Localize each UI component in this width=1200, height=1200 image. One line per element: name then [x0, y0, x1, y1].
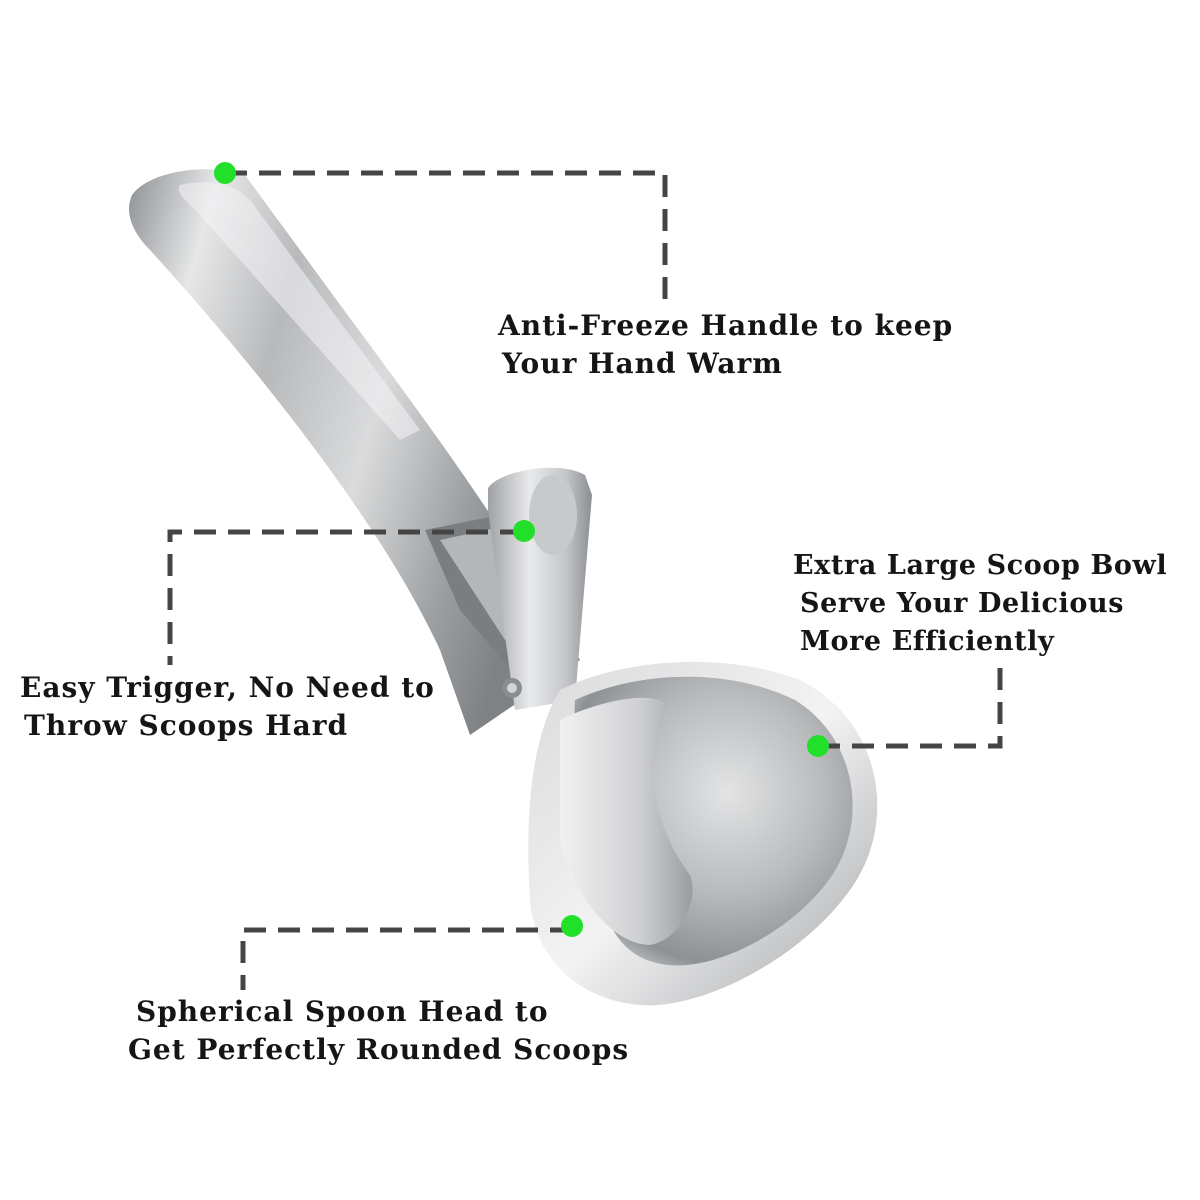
- bowl-marker-icon: [807, 735, 829, 757]
- head-marker-icon: [561, 915, 583, 937]
- trigger-callout: Easy Trigger, No Need to Throw Scoops Ha…: [20, 669, 435, 745]
- head-callout-line1: Spherical Spoon Head to: [136, 995, 549, 1028]
- bowl-leader-line: [818, 665, 1003, 749]
- marker-dots: [214, 162, 829, 937]
- bowl-callout-line1: Extra Large Scoop Bowl: [793, 550, 1168, 581]
- lever-thumb-dimple: [529, 475, 577, 555]
- head-callout: Spherical Spoon Head to Get Perfectly Ro…: [128, 993, 629, 1069]
- trigger-callout-line1: Easy Trigger, No Need to: [20, 671, 435, 704]
- bowl-callout: Extra Large Scoop Bowl Serve Your Delici…: [793, 547, 1167, 661]
- handle-callout-line1: Anti-Freeze Handle to keep: [498, 309, 954, 342]
- trigger-leader-line: [167, 529, 522, 665]
- head-callout-line2: Get Perfectly Rounded Scoops: [128, 1033, 630, 1066]
- leader-lines: [167, 170, 1003, 990]
- handle-callout: Anti-Freeze Handle to keep Your Hand War…: [498, 307, 953, 383]
- handle-highlight: [178, 182, 420, 440]
- trigger-callout-line2: Throw Scoops Hard: [24, 709, 349, 742]
- pivot-rivet-center: [507, 683, 517, 693]
- ejector-blade: [560, 697, 693, 945]
- head-leader-line: [240, 927, 572, 990]
- handle-leader-line: [225, 170, 668, 305]
- handle-callout-line2: Your Hand Warm: [502, 347, 783, 380]
- handle-marker-icon: [214, 162, 236, 184]
- bowl-callout-line2: Serve Your Delicious: [800, 588, 1125, 619]
- bowl-callout-line3: More Efficiently: [800, 626, 1055, 657]
- trigger-marker-icon: [513, 520, 535, 542]
